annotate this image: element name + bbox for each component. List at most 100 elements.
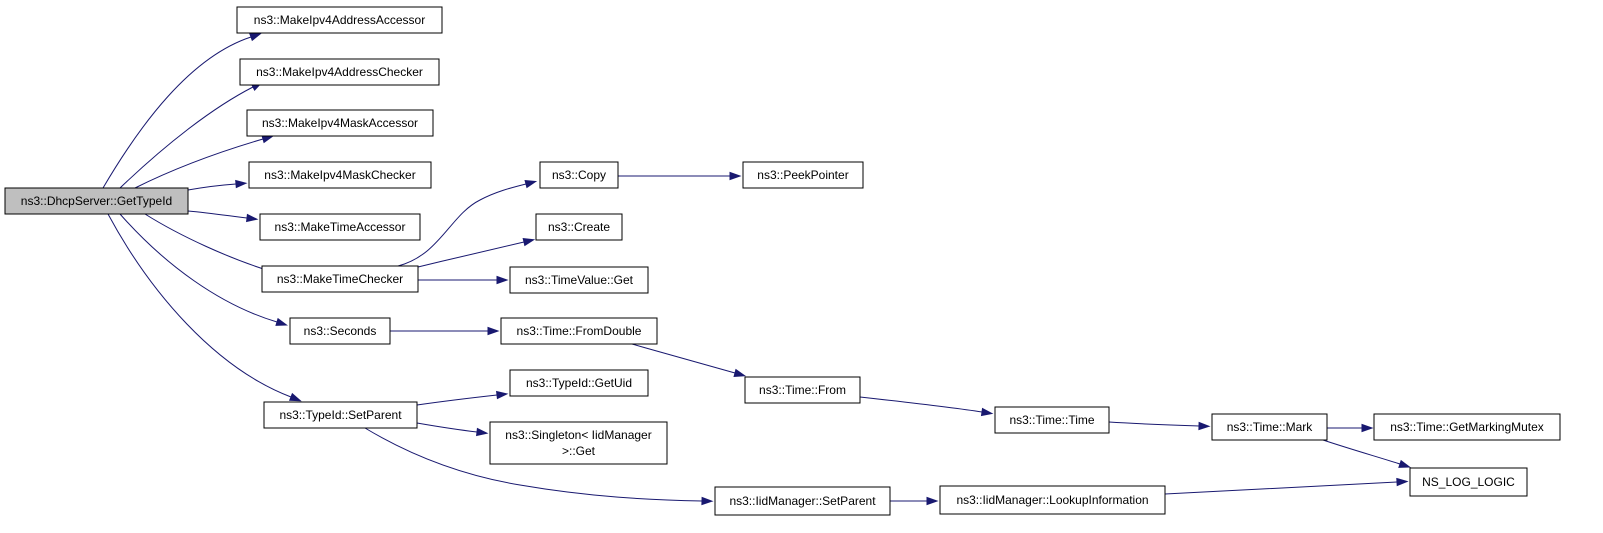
node-box[interactable]	[289, 317, 391, 345]
edge-line	[102, 36, 252, 189]
edge-arrowhead	[487, 326, 500, 336]
node-box[interactable]	[263, 401, 418, 429]
edge-setParent-to-getUid	[416, 390, 509, 406]
node-ipv4AddrChk[interactable]: ns3::MakeIpv4AddressChecker	[239, 58, 440, 86]
edge-setParent-to-singleton	[416, 422, 489, 437]
node-label: ns3::MakeIpv4MaskChecker	[264, 168, 415, 182]
edge-mark-to-logic	[1322, 439, 1411, 468]
node-label: ns3::MakeIpv4AddressChecker	[256, 65, 423, 79]
node-label: ns3::Time::FromDouble	[517, 324, 642, 338]
edge-line	[631, 343, 736, 374]
node-box[interactable]	[1409, 467, 1528, 497]
node-timeTime[interactable]: ns3::Time::Time	[994, 406, 1110, 434]
node-box[interactable]	[4, 187, 189, 215]
node-label: ns3::Time::GetMarkingMutex	[1390, 420, 1544, 434]
edge-root-to-ipv4MaskChk	[187, 179, 248, 191]
edge-line	[134, 138, 264, 189]
node-mutex[interactable]: ns3::Time::GetMarkingMutex	[1373, 413, 1561, 441]
edge-line	[119, 86, 254, 189]
node-peek[interactable]: ns3::PeekPointer	[742, 161, 864, 189]
node-getUid[interactable]: ns3::TypeId::GetUid	[509, 369, 649, 397]
edge-root-to-setParent	[107, 213, 302, 402]
edge-line	[1322, 439, 1401, 465]
node-logic[interactable]: NS_LOG_LOGIC	[1409, 467, 1528, 497]
node-label: ns3::Time::From	[759, 383, 846, 397]
call-nodes: ns3::DhcpServer::GetTypeId ns3::MakeIpv4A…	[4, 6, 1561, 516]
node-box[interactable]	[261, 265, 419, 293]
node-tvGet[interactable]: ns3::TimeValue::Get	[509, 266, 649, 294]
edge-arrowhead	[235, 179, 248, 189]
node-setParent[interactable]: ns3::TypeId::SetParent	[263, 401, 418, 429]
edge-timeChk-to-create	[417, 238, 536, 268]
node-label: NS_LOG_LOGIC	[1422, 475, 1515, 489]
node-box[interactable]	[744, 376, 861, 404]
edge-line	[1164, 481, 1398, 495]
node-ipv4AddrAcc[interactable]: ns3::MakeIpv4AddressAccessor	[236, 6, 443, 34]
edge-arrowhead	[288, 392, 302, 402]
node-box[interactable]	[259, 213, 421, 241]
node-label: ns3::Time::Mark	[1227, 420, 1314, 434]
node-box[interactable]	[539, 161, 619, 189]
edge-copy-to-peek	[618, 171, 742, 181]
node-timeFrom[interactable]: ns3::Time::From	[744, 376, 861, 404]
node-box[interactable]	[994, 406, 1110, 434]
node-singleton[interactable]: ns3::Singleton< IidManager>::Get	[489, 421, 668, 465]
edge-arrowhead	[476, 427, 489, 437]
node-root[interactable]: ns3::DhcpServer::GetTypeId	[4, 187, 189, 215]
node-box[interactable]	[236, 6, 443, 34]
node-label: ns3::MakeTimeChecker	[277, 272, 403, 286]
node-seconds[interactable]: ns3::Seconds	[289, 317, 391, 345]
node-ipv4MaskChk[interactable]: ns3::MakeIpv4MaskChecker	[248, 161, 432, 189]
edge-line	[859, 396, 983, 413]
node-label: ns3::Singleton< IidManager	[505, 428, 651, 442]
edge-line	[119, 213, 278, 323]
node-box[interactable]	[1211, 413, 1328, 441]
node-label: ns3::TypeId::SetParent	[279, 408, 402, 422]
edge-root-to-seconds	[119, 213, 288, 326]
node-box[interactable]	[248, 161, 432, 189]
edge-arrowhead	[701, 496, 714, 506]
node-label: ns3::Copy	[552, 168, 606, 182]
node-create[interactable]: ns3::Create	[535, 213, 623, 241]
edge-arrowhead	[1361, 423, 1374, 433]
node-box[interactable]	[714, 486, 891, 516]
node-lookup[interactable]: ns3::IidManager::LookupInformation	[939, 485, 1166, 515]
edge-setParent-to-iidSetParent	[364, 427, 714, 506]
node-label: ns3::TypeId::GetUid	[526, 376, 632, 390]
edge-line	[364, 427, 703, 502]
edge-seconds-to-fromDouble	[390, 326, 500, 336]
edge-iidSetParent-to-lookup	[890, 496, 939, 506]
node-box[interactable]	[509, 369, 649, 397]
node-fromDouble[interactable]: ns3::Time::FromDouble	[500, 317, 658, 345]
edge-arrowhead	[522, 238, 536, 247]
node-label: ns3::IidManager::SetParent	[729, 494, 876, 508]
edge-arrowhead	[729, 171, 742, 181]
edge-line	[416, 422, 478, 433]
node-box[interactable]	[742, 161, 864, 189]
edge-timeFrom-to-timeTime	[859, 396, 994, 417]
node-box[interactable]	[535, 213, 623, 241]
node-mark[interactable]: ns3::Time::Mark	[1211, 413, 1328, 441]
node-timeAcc[interactable]: ns3::MakeTimeAccessor	[259, 213, 421, 241]
node-box[interactable]	[239, 58, 440, 86]
node-ipv4MaskAcc[interactable]: ns3::MakeIpv4MaskAccessor	[246, 109, 434, 137]
edge-arrowhead	[261, 135, 275, 144]
edge-arrowhead	[1198, 421, 1211, 431]
node-box[interactable]	[1373, 413, 1561, 441]
edge-arrowhead	[496, 275, 509, 285]
edge-timeChk-to-tvGet	[418, 275, 509, 285]
edge-arrowhead	[275, 317, 288, 326]
node-box[interactable]	[500, 317, 658, 345]
edge-line	[1108, 421, 1200, 427]
node-timeChk[interactable]: ns3::MakeTimeChecker	[261, 265, 419, 293]
edge-line	[417, 241, 525, 268]
node-copy[interactable]: ns3::Copy	[539, 161, 619, 189]
node-box[interactable]	[246, 109, 434, 137]
edge-root-to-ipv4AddrChk	[119, 81, 264, 189]
edge-arrowhead	[1398, 459, 1411, 468]
node-iidSetParent[interactable]: ns3::IidManager::SetParent	[714, 486, 891, 516]
node-box[interactable]	[509, 266, 649, 294]
node-box[interactable]	[939, 485, 1166, 515]
node-box[interactable]	[489, 421, 668, 465]
node-label: ns3::MakeIpv4MaskAccessor	[262, 116, 418, 130]
